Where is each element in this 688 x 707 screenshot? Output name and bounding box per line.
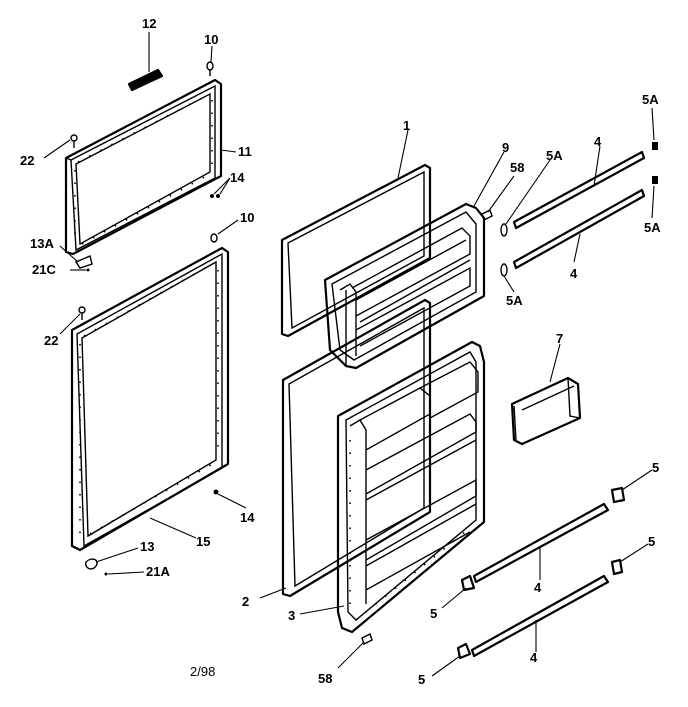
small-hardware bbox=[70, 61, 493, 645]
callout-21c: 21C bbox=[32, 262, 56, 277]
part-1-freezer-gasket bbox=[280, 163, 432, 338]
callout-9: 9 bbox=[502, 140, 509, 155]
part-11-freezer-door-frame bbox=[64, 78, 223, 256]
callout-4-upper: 4 bbox=[570, 266, 578, 281]
callout-10-lower: 10 bbox=[240, 210, 254, 225]
callout-14-upper: 14 bbox=[230, 170, 245, 185]
callout-14-lower: 14 bbox=[240, 510, 255, 525]
callout-13a: 13A bbox=[30, 236, 54, 251]
callout-7: 7 bbox=[556, 331, 563, 346]
part-3-fresh-food-door-liner bbox=[336, 340, 486, 634]
callout-2: 2 bbox=[242, 594, 249, 609]
callout-12: 12 bbox=[142, 16, 156, 31]
callout-5-lower-left: 5 bbox=[430, 606, 437, 621]
callout-4-top: 4 bbox=[594, 134, 602, 149]
part-4-upper-rail-a bbox=[512, 150, 646, 230]
callout-15: 15 bbox=[196, 534, 210, 549]
date-code: 2/98 bbox=[190, 664, 215, 679]
callout-4-lower-upper: 4 bbox=[534, 580, 542, 595]
callout-5a-upper-left: 5A bbox=[546, 148, 563, 163]
callout-5a-right: 5A bbox=[644, 220, 661, 235]
part-12-trim-strip bbox=[127, 68, 164, 92]
callout-1: 1 bbox=[403, 118, 410, 133]
part-9-freezer-door-liner bbox=[323, 202, 486, 370]
callout-58-lower: 58 bbox=[318, 671, 332, 686]
callout-3: 3 bbox=[288, 608, 295, 623]
leader-lines bbox=[43, 32, 655, 677]
callout-22-lower: 22 bbox=[44, 333, 58, 348]
callout-5-bottom: 5 bbox=[418, 672, 425, 687]
part-5-end-caps bbox=[456, 486, 626, 660]
callout-21a: 21A bbox=[146, 564, 170, 579]
callout-11: 11 bbox=[238, 144, 252, 159]
part-15-fresh-food-door-frame bbox=[70, 246, 230, 552]
part-4-lower-rail-a bbox=[472, 502, 610, 584]
part-4-lower-rail-b bbox=[470, 574, 610, 658]
part-7-dairy-door bbox=[510, 376, 582, 446]
callout-13: 13 bbox=[140, 539, 154, 554]
callout-5-upper-right: 5 bbox=[652, 460, 659, 475]
callout-5a-top-right: 5A bbox=[642, 92, 659, 107]
callout-5a-lower-left: 5A bbox=[506, 293, 523, 308]
callout-22-upper: 22 bbox=[20, 153, 34, 168]
callout-4-bottom: 4 bbox=[530, 650, 538, 665]
callout-5-middle-right: 5 bbox=[648, 534, 655, 549]
callout-10-upper: 10 bbox=[204, 32, 218, 47]
callout-labels: 12 10 22 11 14 13A 21C 10 22 14 15 13 21… bbox=[20, 16, 661, 687]
callout-58-upper: 58 bbox=[510, 160, 524, 175]
part-4-upper-rail-b bbox=[512, 188, 646, 270]
